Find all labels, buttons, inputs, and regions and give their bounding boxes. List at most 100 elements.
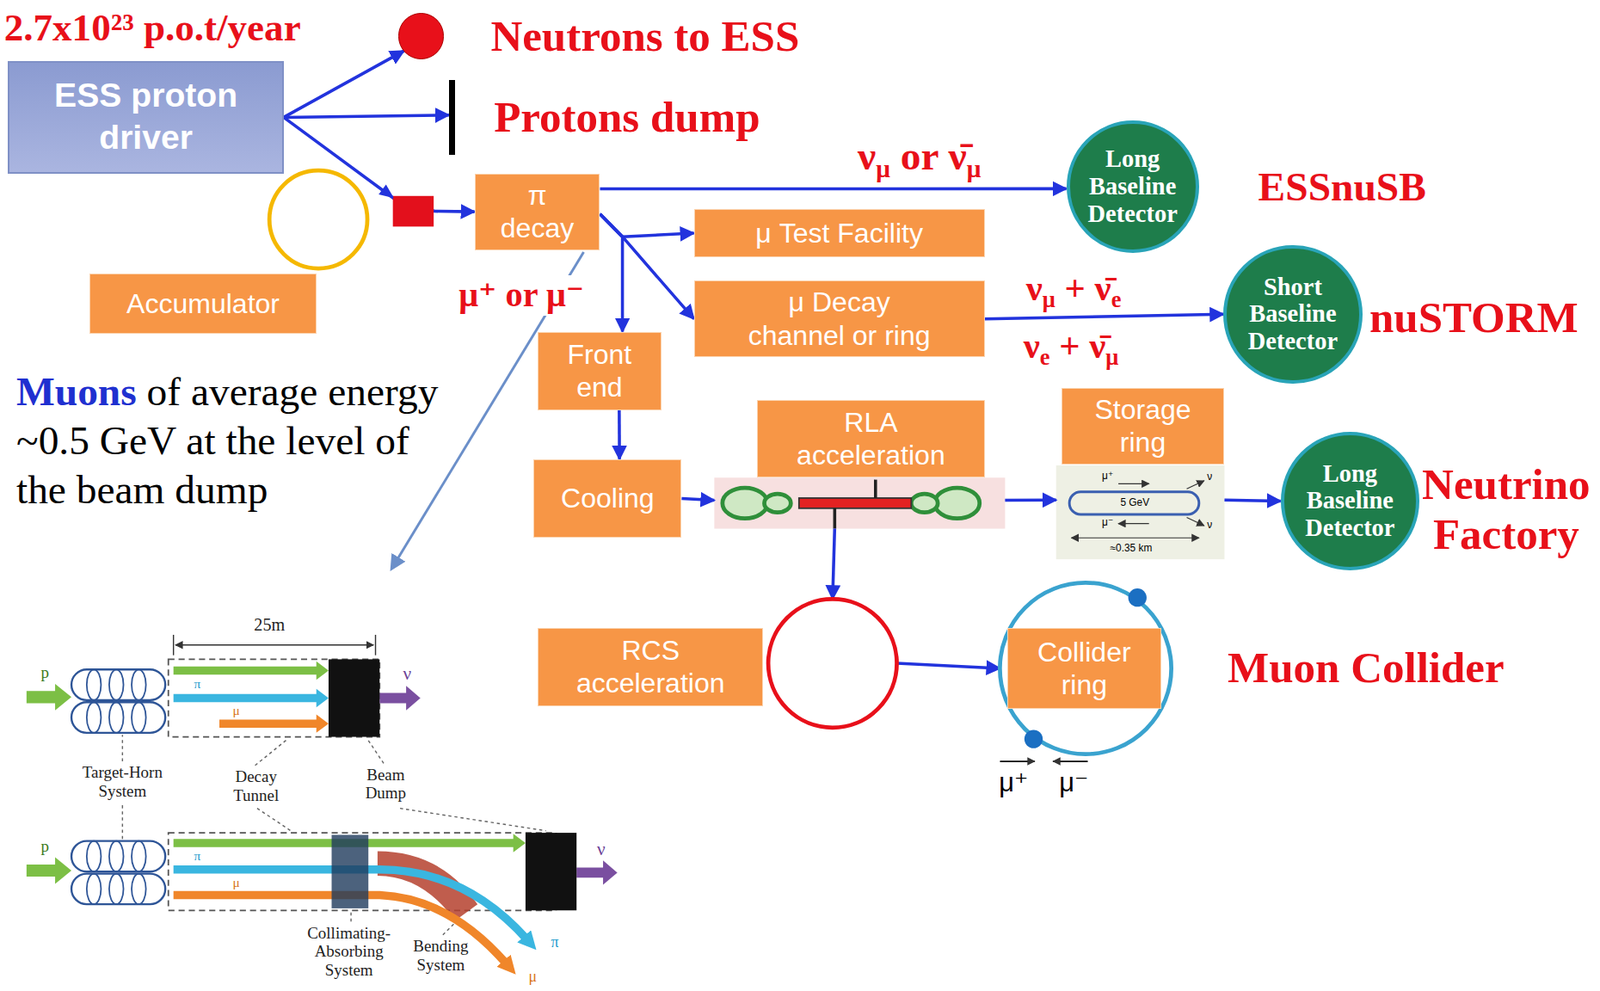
- flow-arrow: [897, 663, 1001, 669]
- target-horn-system: [86, 873, 102, 905]
- target-horn-system: [71, 841, 166, 873]
- collider-ring-outline: [999, 582, 1171, 754]
- subscript: μ: [966, 154, 982, 183]
- stage-box: Storage ring: [1061, 387, 1225, 465]
- rla-illustration: [910, 493, 938, 512]
- particle-beams: [173, 689, 329, 708]
- arrow-head: [378, 184, 394, 199]
- rla-illustration: [763, 493, 791, 512]
- storage-ring-illustration: [1071, 537, 1200, 539]
- process-box: π decay: [474, 173, 601, 251]
- detector-circle: Short Baseline Detector: [1223, 245, 1362, 384]
- leader-line: [400, 808, 547, 831]
- leader-line: [122, 805, 124, 839]
- part-name: Bending System: [407, 936, 474, 975]
- rla-illustration: [873, 480, 878, 499]
- ring-label: ν: [1206, 471, 1213, 484]
- target-horn-system: [71, 873, 166, 905]
- rla-illustration: [799, 498, 911, 509]
- accumulator-ring: [269, 170, 368, 269]
- subscript: e: [1111, 286, 1122, 313]
- ring-label: μ⁻: [1101, 516, 1114, 530]
- flow-arrow: [1224, 499, 1280, 501]
- node-text: π decay: [489, 178, 585, 246]
- storage-ring-illustration: [1187, 480, 1205, 489]
- flow-arrow: [984, 313, 1225, 319]
- particle-label: p: [40, 663, 49, 683]
- node-text: Accumulator: [126, 287, 280, 320]
- stage-box: Collider ring: [1007, 627, 1162, 710]
- muon-bunch: [1024, 729, 1043, 748]
- node-text: Front end: [550, 338, 648, 405]
- note-keyword: Muons: [16, 369, 137, 414]
- flow-arrow: [617, 410, 622, 460]
- facility-name: ESSnuSB: [1258, 163, 1427, 211]
- flow-arrow: [1004, 498, 1056, 502]
- target-horn-system: [109, 701, 124, 733]
- arrow-head: [378, 184, 394, 199]
- node-text: Long Baseline Detector: [1081, 145, 1185, 228]
- part-name: Beam Dump: [359, 765, 413, 804]
- rcs-ring-outline: [768, 598, 897, 727]
- particle-beams: [379, 685, 420, 710]
- subscript: μ: [875, 154, 891, 183]
- subscript: e: [1040, 344, 1051, 370]
- particle-label: μ: [528, 967, 537, 985]
- decay-tunnel: [168, 658, 381, 737]
- particle-beams: [576, 860, 617, 885]
- storage-ring-illustration: [1187, 517, 1205, 526]
- collider-ring: Collider ring: [997, 580, 1174, 757]
- leader-line: [122, 734, 124, 762]
- node-text: μ Decay channel or ring: [740, 285, 938, 352]
- leader-line: [122, 734, 546, 936]
- stage-group: Storage ring: [1056, 387, 1225, 560]
- particle-label: π: [193, 848, 201, 864]
- neutrino-label: νe + ν̄μ: [1023, 324, 1120, 367]
- storage-ring-illustration: [1118, 483, 1150, 485]
- process-box: Cooling: [533, 459, 682, 538]
- neutron-target-dot: Neutrons to ESS: [398, 12, 444, 59]
- particle-label: ν: [596, 838, 606, 861]
- subscript: μ: [1105, 344, 1119, 370]
- rla-illustration: [935, 487, 980, 519]
- ring-label: ν: [1206, 519, 1213, 532]
- rla-illustration: [722, 487, 768, 519]
- node-text: Cooling: [560, 481, 655, 515]
- proton-dump-bar: Protons dump: [449, 80, 456, 156]
- detector-circle: Long Baseline Detector: [1280, 431, 1420, 571]
- target-horn-system: [71, 669, 166, 701]
- flow-arrow: [283, 115, 450, 118]
- rla-illustration: [713, 477, 1005, 529]
- dimension-label: ≈0.35 km: [1110, 542, 1153, 555]
- rcs-stage: RCS acceleration: [537, 596, 900, 730]
- target-horn-system: [131, 701, 147, 733]
- dimension-arrow: [175, 644, 374, 646]
- node-text: Collider ring: [1020, 635, 1149, 702]
- node-text: RCS acceleration: [553, 633, 749, 701]
- ring-label: μ⁺: [1101, 470, 1114, 483]
- particle-beams: [26, 683, 72, 711]
- leader-line: [255, 738, 289, 766]
- particle-label: π: [193, 676, 201, 692]
- beam-label: μ⁺: [998, 767, 1028, 798]
- storage-ring-illustration: [1069, 492, 1200, 515]
- muon-bunch: [1128, 588, 1147, 607]
- stage-box: RCS acceleration: [537, 627, 764, 707]
- target-horn-system: [86, 841, 102, 873]
- process-box: Accumulator: [89, 273, 316, 334]
- particle-label: μ: [232, 874, 240, 891]
- injection-target: [393, 196, 434, 228]
- node-text: Short Baseline Detector: [1238, 273, 1348, 357]
- node-text: μ Test Facility: [755, 216, 924, 250]
- collimating-absorbing-system: [332, 834, 370, 908]
- leader-line: [443, 923, 456, 936]
- flow-arrow: [832, 528, 835, 599]
- beam-dump: [328, 658, 380, 737]
- target-horn-system: [131, 669, 147, 701]
- beam-dump: [525, 832, 577, 911]
- flow-arrow: [599, 214, 694, 237]
- node-text: RLA acceleration: [772, 406, 970, 473]
- part-name: Decay Tunnel: [224, 767, 289, 806]
- particle-beams: [26, 857, 72, 885]
